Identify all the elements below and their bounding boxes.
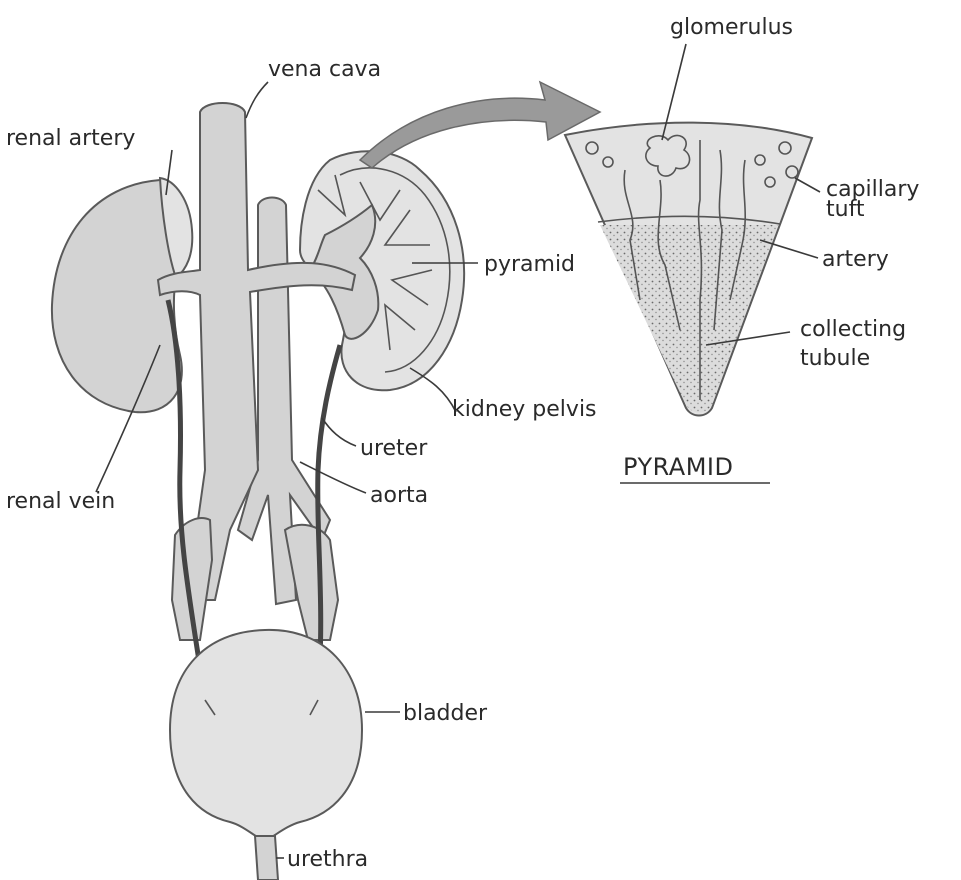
label-vena-cava: vena cava <box>268 57 381 82</box>
label-pyramid-title: PYRAMID <box>623 453 734 481</box>
label-bladder: bladder <box>403 701 488 726</box>
leader-ureter <box>322 418 356 446</box>
label-kidney-pelvis: kidney pelvis <box>452 397 597 422</box>
label-ureter: ureter <box>360 436 428 461</box>
label-artery: artery <box>822 247 889 272</box>
urethra <box>255 836 278 880</box>
label-renal-vein: renal vein <box>6 489 115 514</box>
label-glomerulus: glomerulus <box>670 15 793 40</box>
label-collecting-tubule-line2: tubule <box>800 346 870 371</box>
label-pyramid: pyramid <box>484 252 575 277</box>
label-urethra: urethra <box>287 847 368 872</box>
leader-capillary-tuft <box>795 178 820 192</box>
label-aorta: aorta <box>370 483 428 508</box>
pyramid-medulla <box>600 225 778 413</box>
label-capillary-tuft-line2: tuft <box>826 197 865 222</box>
label-renal-artery: renal artery <box>6 126 135 151</box>
label-collecting-tubule-line1: collecting <box>800 317 906 342</box>
bladder <box>170 630 362 840</box>
leader-vena-cava <box>246 82 268 118</box>
